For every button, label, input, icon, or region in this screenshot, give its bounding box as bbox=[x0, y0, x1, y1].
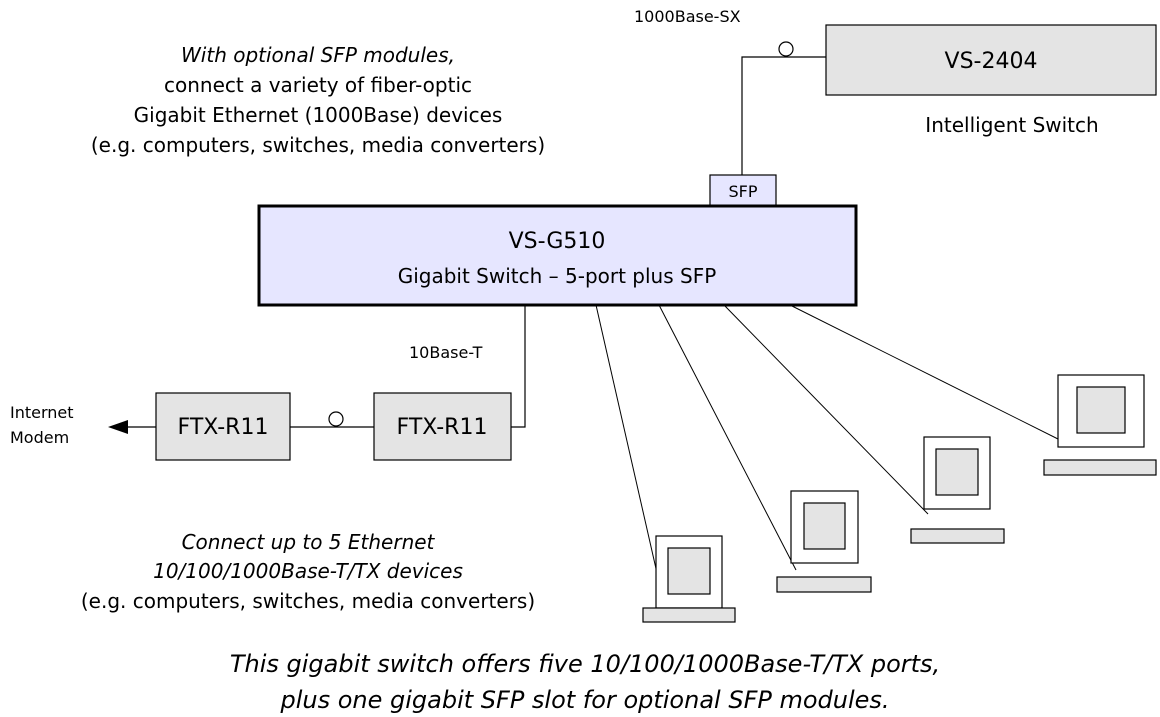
sfp-note-line3: Gigabit Ethernet (1000Base) devices bbox=[134, 103, 503, 127]
converter-connector-icon bbox=[328, 411, 344, 427]
computer-4 bbox=[1043, 374, 1157, 476]
computer-screen bbox=[667, 547, 711, 595]
modem-label-line1: Internet bbox=[10, 403, 74, 422]
ethernet-cable-2 bbox=[658, 304, 797, 571]
footer-line1: This gigabit switch offers five 10/100/1… bbox=[230, 650, 940, 678]
converter-right-label: FTX-R11 bbox=[397, 415, 488, 440]
computer-screen bbox=[803, 502, 846, 550]
computer-keyboard bbox=[910, 528, 1005, 544]
main-switch-box bbox=[257, 204, 858, 307]
fiber-cable-line bbox=[741, 56, 826, 175]
media-converter-chain: FTX-R11 FTX-R11 Internet Modem bbox=[10, 392, 512, 461]
sfp-note-line1: With optional SFP modules, bbox=[181, 43, 455, 67]
computer-screen bbox=[935, 448, 979, 496]
converter-left-label: FTX-R11 bbox=[178, 415, 269, 440]
main-switch-subtitle: Gigabit Switch – 5-port plus SFP bbox=[398, 264, 717, 288]
sfp-module-label: SFP bbox=[728, 182, 757, 201]
arrow-left-icon bbox=[108, 420, 128, 434]
converter-right-box bbox=[373, 392, 512, 461]
ethernet-cable-3 bbox=[723, 304, 929, 515]
ethernet-note-line2: 10/100/1000Base-T/TX devices bbox=[153, 559, 463, 583]
ethernet-note-line3: (e.g. computers, switches, media convert… bbox=[81, 589, 535, 613]
intelligent-switch-caption: Intelligent Switch bbox=[925, 113, 1098, 137]
copper-label: 10Base-T bbox=[409, 343, 483, 362]
computer-1 bbox=[642, 535, 736, 623]
ethernet-cable-1 bbox=[595, 304, 663, 596]
sfp-note: With optional SFP modules, connect a var… bbox=[91, 43, 545, 157]
copper-link: 10Base-T bbox=[409, 305, 526, 428]
intelligent-switch: VS-2404 Intelligent Switch bbox=[825, 24, 1157, 137]
fiber-link: 1000Base-SX bbox=[634, 7, 826, 175]
computer-2 bbox=[776, 490, 872, 593]
intelligent-switch-name: VS-2404 bbox=[945, 49, 1038, 74]
main-switch-name: VS-G510 bbox=[509, 229, 606, 254]
main-switch: VS-G510 Gigabit Switch – 5-port plus SFP bbox=[257, 204, 858, 307]
computer-keyboard bbox=[642, 607, 736, 623]
sfp-module-box bbox=[709, 174, 777, 207]
intelligent-switch-box bbox=[825, 24, 1157, 96]
modem-label-line2: Modem bbox=[10, 428, 69, 447]
sfp-note-line4: (e.g. computers, switches, media convert… bbox=[91, 133, 545, 157]
sfp-module: SFP bbox=[709, 174, 777, 207]
footer-line2: plus one gigabit SFP slot for optional S… bbox=[279, 686, 889, 714]
footer-caption: This gigabit switch offers five 10/100/1… bbox=[230, 650, 940, 714]
ethernet-note: Connect up to 5 Ethernet 10/100/1000Base… bbox=[81, 530, 535, 613]
ethernet-note-line1: Connect up to 5 Ethernet bbox=[182, 530, 436, 554]
computer-screen bbox=[1076, 386, 1126, 434]
ethernet-cables bbox=[595, 304, 1061, 596]
computer-keyboard bbox=[1043, 459, 1157, 476]
ethernet-cable-4 bbox=[789, 304, 1061, 441]
fiber-connector-icon bbox=[778, 41, 794, 57]
fiber-label: 1000Base-SX bbox=[634, 7, 741, 26]
converter-left-box bbox=[155, 392, 291, 461]
computer-keyboard bbox=[776, 576, 872, 593]
copper-cable-line bbox=[511, 305, 526, 428]
computer-3 bbox=[910, 436, 1005, 544]
sfp-note-line2: connect a variety of fiber-optic bbox=[164, 73, 472, 97]
